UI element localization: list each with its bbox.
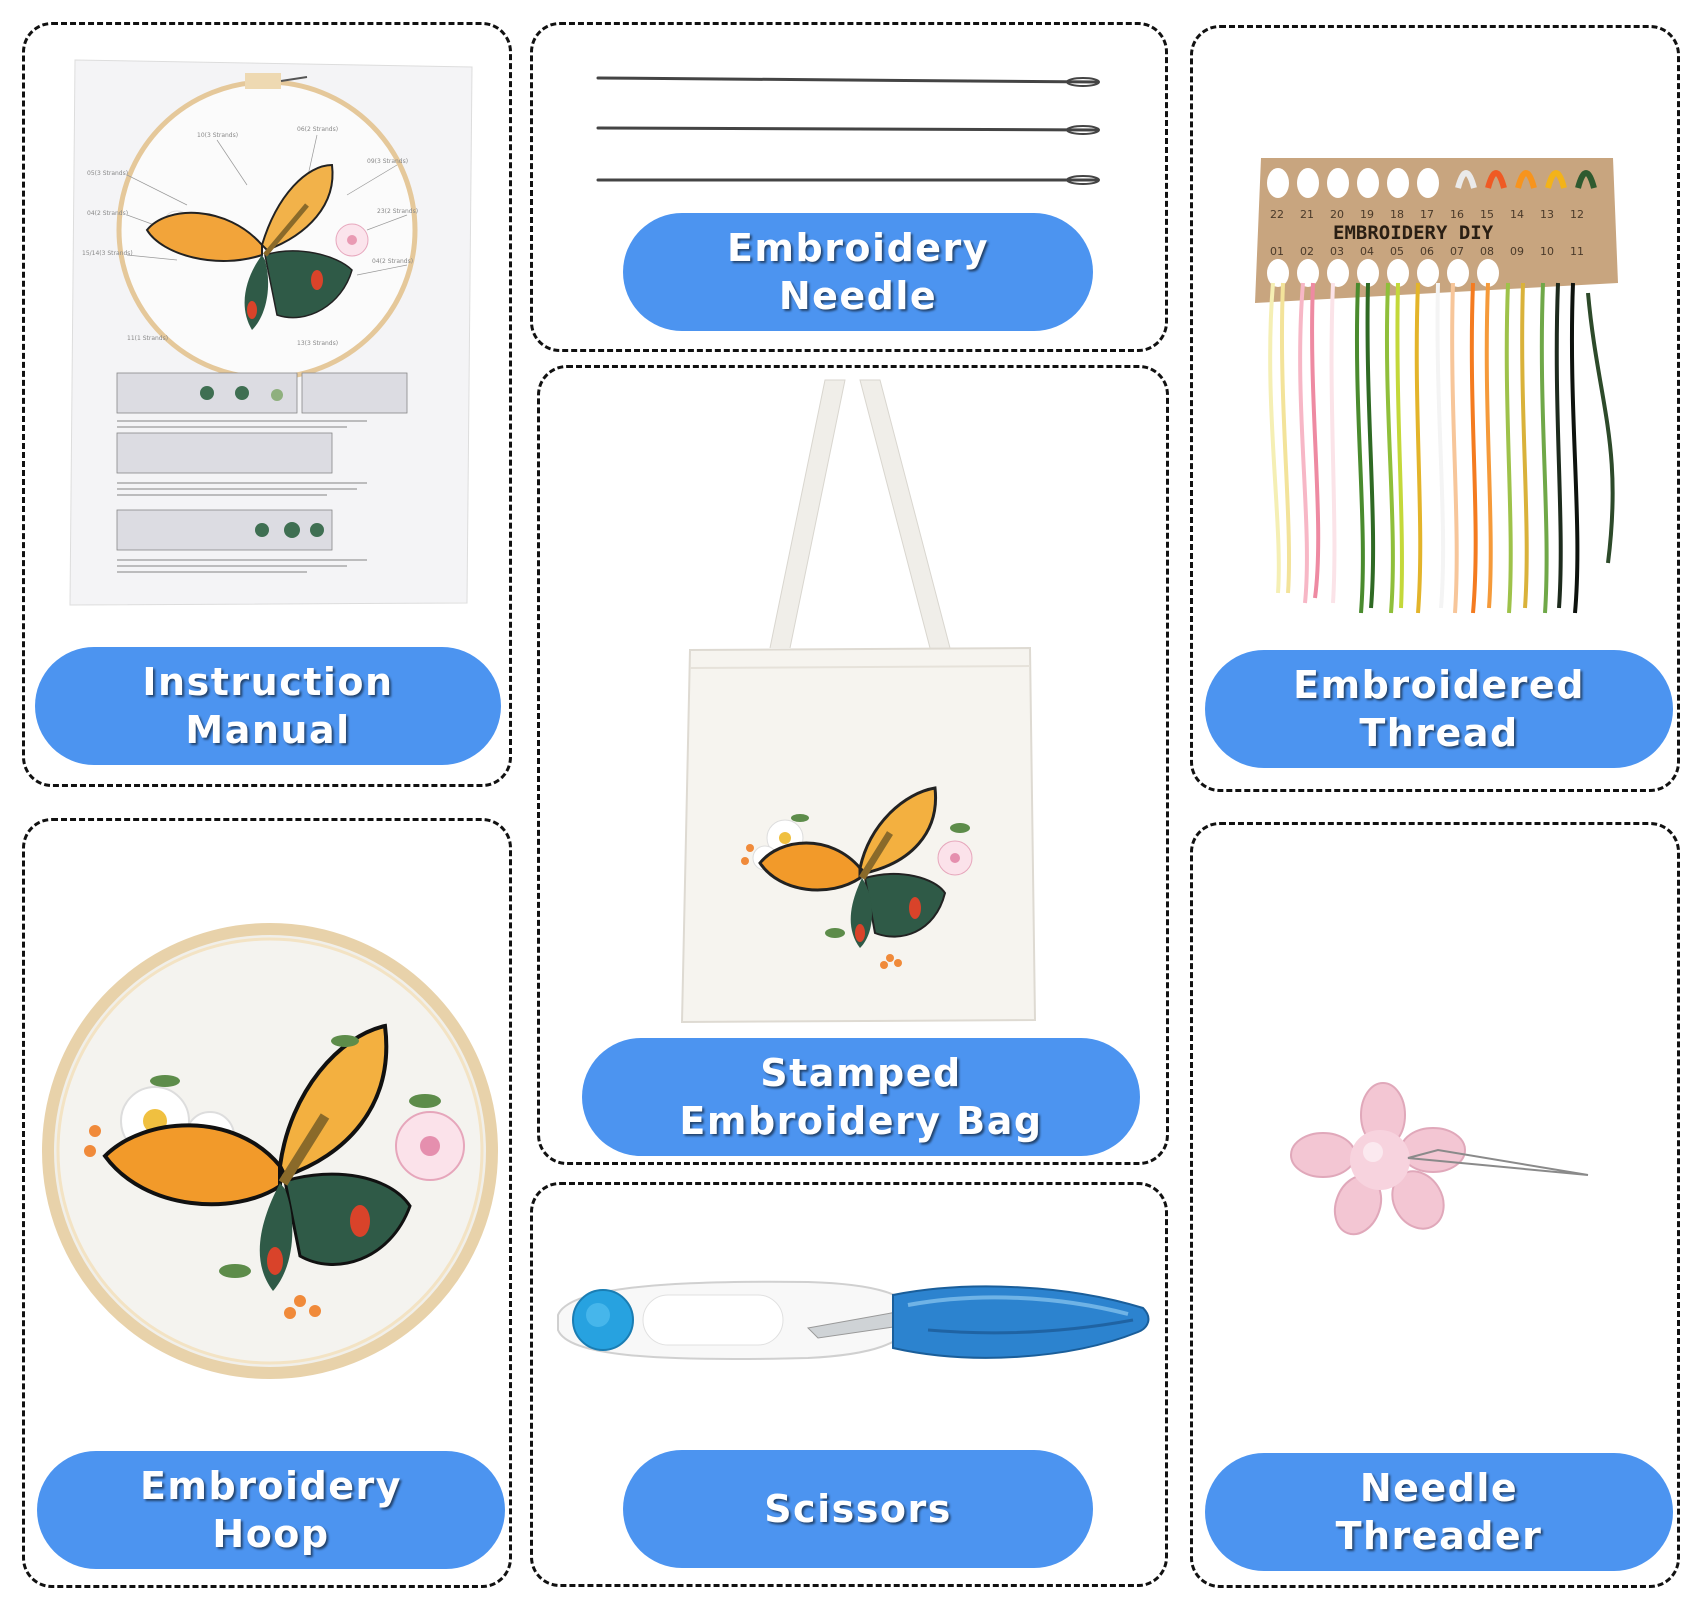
needles-image (596, 76, 1100, 185)
card-number: 07 (1450, 245, 1464, 258)
card-number: 19 (1360, 208, 1374, 221)
card-number: 10 (1540, 245, 1554, 258)
tote-bag-image (680, 379, 1037, 1024)
card-number: 01 (1270, 245, 1284, 258)
panel-embroidered-thread: 22 21 20 19 18 17 16 15 14 13 12 01 02 0… (1190, 25, 1680, 792)
card-number: 14 (1510, 208, 1524, 221)
panel-needle-threader: Needle Threader (1190, 822, 1680, 1588)
label-line: Embroidery Bag (679, 1099, 1043, 1143)
label-line: Stamped (760, 1051, 962, 1095)
panel-embroidery-hoop: Embroidery Hoop (22, 818, 512, 1588)
label-line: Scissors (764, 1487, 952, 1531)
label-line: Manual (185, 708, 351, 752)
svg-text:06(2 Strands): 06(2 Strands) (297, 126, 338, 133)
scissors-image (557, 1280, 1150, 1361)
label-line: Hoop (212, 1512, 330, 1556)
label-embroidered-thread: Embroidered Thread (1205, 650, 1673, 768)
label-line: Embroidered (1293, 663, 1585, 707)
label-line: Thread (1359, 711, 1519, 755)
card-number: 20 (1330, 208, 1344, 221)
label-line: Instruction (142, 660, 394, 704)
svg-text:13(3 Strands): 13(3 Strands) (297, 340, 338, 347)
card-number: 13 (1540, 208, 1554, 221)
label-line: Needle (1359, 1466, 1519, 1510)
svg-text:04(2 Strands): 04(2 Strands) (87, 210, 128, 217)
label-line: Embroidery (139, 1464, 403, 1508)
needle-threader-image (1290, 1082, 1589, 1236)
card-number: 18 (1390, 208, 1404, 221)
card-number: 21 (1300, 208, 1314, 221)
svg-text:05(3 Strands): 05(3 Strands) (87, 170, 128, 177)
card-number: 03 (1330, 245, 1344, 258)
card-number: 08 (1480, 245, 1494, 258)
card-number: 05 (1390, 245, 1404, 258)
card-number: 12 (1570, 208, 1584, 221)
panel-embroidery-needle: Embroidery Needle (530, 22, 1168, 352)
svg-text:23(2 Strands): 23(2 Strands) (377, 208, 418, 215)
thread-card-image: 22 21 20 19 18 17 16 15 14 13 12 01 02 0… (1255, 158, 1618, 614)
panel-scissors: Scissors (530, 1182, 1168, 1587)
label-line: Embroidery (726, 226, 990, 270)
label-line: Needle (778, 274, 938, 318)
panel-stamped-embroidery-bag: Stamped Embroidery Bag (537, 365, 1169, 1165)
svg-text:09(3 Strands): 09(3 Strands) (367, 158, 408, 165)
label-needle-threader: Needle Threader (1205, 1453, 1673, 1571)
svg-text:04(2 Strands): 04(2 Strands) (372, 258, 413, 265)
label-scissors: Scissors (623, 1450, 1093, 1568)
instruction-manual-image: 05(3 Strands) 04(2 Strands) 15/14(3 Stran… (69, 59, 473, 606)
svg-text:10(3 Strands): 10(3 Strands) (197, 132, 238, 139)
label-stamped-embroidery-bag: Stamped Embroidery Bag (582, 1038, 1140, 1156)
card-number: 02 (1300, 245, 1314, 258)
label-embroidery-needle: Embroidery Needle (623, 213, 1093, 331)
embroidery-hoop-image (42, 923, 498, 1379)
card-number: 15 (1480, 208, 1494, 221)
panel-instruction-manual: 05(3 Strands) 04(2 Strands) 15/14(3 Stran… (22, 22, 512, 787)
card-number: 22 (1270, 208, 1284, 221)
card-number: 11 (1570, 245, 1584, 258)
card-number: 04 (1360, 245, 1374, 258)
label-instruction-manual: Instruction Manual (35, 647, 501, 765)
svg-text:11(1 Strands): 11(1 Strands) (127, 335, 168, 342)
card-number: 06 (1420, 245, 1434, 258)
card-title: EMBROIDERY DIY (1333, 222, 1494, 244)
label-embroidery-hoop: Embroidery Hoop (37, 1451, 505, 1569)
card-number: 09 (1510, 245, 1524, 258)
card-number: 17 (1420, 208, 1434, 221)
card-number: 16 (1450, 208, 1464, 221)
svg-text:15/14(3 Strands): 15/14(3 Strands) (82, 250, 133, 257)
label-line: Threader (1335, 1514, 1543, 1558)
